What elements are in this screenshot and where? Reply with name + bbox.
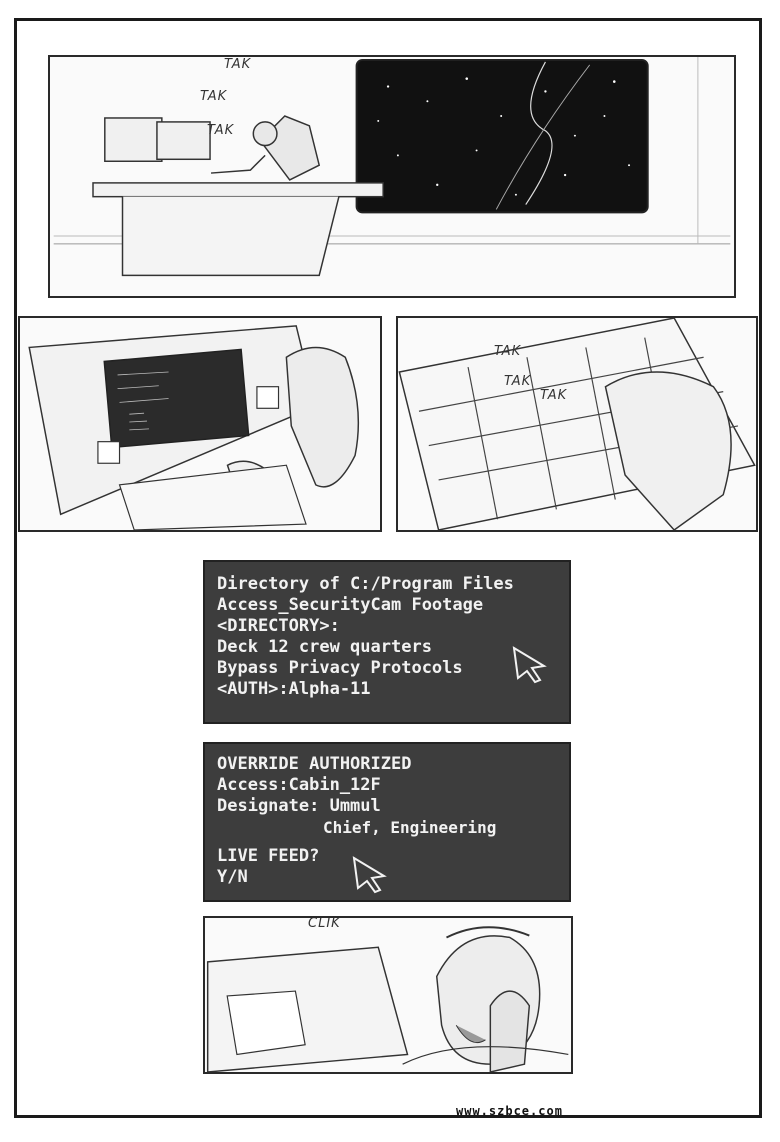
sfx-tak-2: TAK bbox=[200, 89, 228, 104]
sfx-tak-1: TAK bbox=[224, 57, 252, 72]
mouse-cursor-icon bbox=[512, 646, 547, 684]
terminal-line: Access_SecurityCam Footage bbox=[217, 595, 484, 615]
terminal-line: <AUTH>:Alpha-11 bbox=[217, 679, 371, 699]
terminal-line bbox=[217, 838, 557, 846]
panel-keyboard-closeup: TAK TAK TAK bbox=[396, 316, 758, 532]
terminal-line: Directory of C:/Program Files bbox=[217, 574, 514, 594]
terminal-line: Access:Cabin_12F bbox=[217, 775, 381, 795]
panel-office-wide: TAK TAK TAK bbox=[48, 55, 736, 298]
watermark-text: www.szbce.com bbox=[456, 1104, 563, 1118]
sfx-tak-5: TAK bbox=[504, 374, 532, 389]
terminal-illustration bbox=[28, 325, 360, 530]
mouse-cursor-icon bbox=[352, 856, 387, 894]
terminal-screen-override: OVERRIDE AUTHORIZED Access:Cabin_12F Des… bbox=[203, 742, 571, 902]
terminal-line: Designate: Ummul bbox=[217, 796, 381, 816]
sfx-tak-6: TAK bbox=[540, 388, 568, 403]
sfx-clik: CLIK bbox=[308, 916, 341, 931]
terminal-line: Bypass Privacy Protocols bbox=[217, 658, 463, 678]
terminal-line: LIVE FEED? bbox=[217, 846, 320, 866]
panel-terminal-closeup bbox=[18, 316, 382, 532]
sfx-tak-4: TAK bbox=[494, 344, 522, 359]
office-illustration bbox=[53, 57, 731, 277]
sfx-tak-3: TAK bbox=[207, 123, 235, 138]
terminal-line: Chief, Engineering bbox=[217, 818, 497, 837]
man-illustration bbox=[206, 926, 569, 1072]
terminal-line: Deck 12 crew quarters bbox=[217, 637, 432, 657]
terminal-line: <DIRECTORY>: bbox=[217, 616, 340, 636]
keyboard-illustration bbox=[398, 318, 756, 530]
terminal-screen-directory: Directory of C:/Program Files Access_Sec… bbox=[203, 560, 571, 724]
terminal-line: OVERRIDE AUTHORIZED bbox=[217, 754, 412, 774]
terminal-line: Y/N bbox=[217, 867, 248, 887]
panel-man-closeup: CLIK bbox=[203, 916, 573, 1074]
